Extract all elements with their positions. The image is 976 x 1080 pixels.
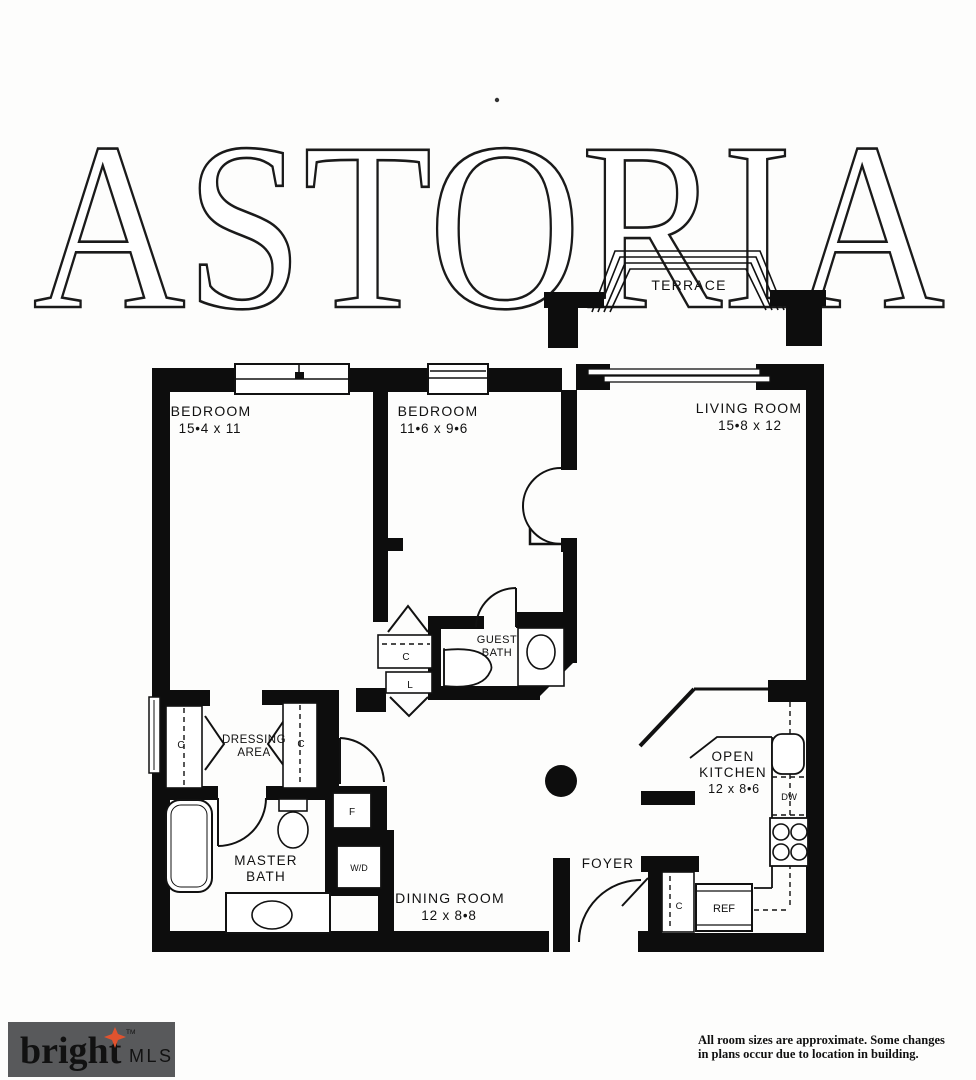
dishwasher-label: DW [781, 792, 797, 803]
room-dims-kitchen: 12 x 8•6 [708, 782, 760, 796]
star-icon [104, 1027, 126, 1048]
double-door-arc [522, 467, 562, 507]
room-label-foyer: FOYER [582, 856, 635, 871]
doors-layer [204, 467, 649, 943]
terrace-slider-door [587, 368, 761, 376]
room-dims-bedroom2: 11•6 x 9•6 [400, 421, 468, 436]
speck [494, 97, 500, 103]
terrace: TERRACE [544, 250, 826, 348]
windows-layer [148, 363, 771, 774]
bifold-door-mark [389, 696, 429, 718]
room-label-terrace: TERRACE [651, 277, 726, 293]
room-label-kitchen-1: OPEN [711, 749, 754, 764]
kitchen-sink [771, 733, 805, 775]
brightmls-logo-tm: TM [126, 1029, 135, 1036]
closets-layer [165, 634, 695, 933]
closet-label: C [297, 739, 304, 750]
master-bath-door [217, 797, 267, 847]
closet [377, 634, 433, 669]
refrigerator-label: REF [713, 903, 735, 915]
room-label-dressing-2: AREA [237, 747, 270, 759]
room-label-guest-bath-1: GUEST [477, 634, 517, 646]
room-label-master-bath-1: MASTER [234, 853, 297, 868]
brightmls-logo-suffix: MLS [129, 1046, 174, 1066]
room-dims-dining: 12 x 8•8 [421, 908, 476, 923]
washer-dryer-label: W/D [350, 863, 368, 873]
toilet [443, 648, 493, 688]
closet [661, 871, 695, 933]
room-label-bedroom1: BEDROOM [171, 403, 252, 419]
closet-label: C [177, 740, 184, 751]
room-dims-living: 15•8 x 12 [718, 418, 782, 433]
window [427, 363, 489, 395]
washer-dryer [336, 845, 382, 889]
double-door-arc [522, 505, 562, 545]
closet-label: C [676, 901, 683, 912]
refrigerator [695, 883, 753, 932]
room-label-living: LIVING ROOM [696, 400, 803, 416]
guest-bath-door [475, 587, 517, 628]
room-label-master-bath-2: BATH [246, 869, 286, 884]
disclaimer-line1: All room sizes are approximate. Some cha… [698, 1033, 945, 1047]
closet-label: C [402, 652, 409, 663]
structural-column [545, 765, 577, 797]
accordion-door-mark [266, 715, 288, 771]
suite-hall-door [339, 737, 385, 784]
room-label-dining: DINING ROOM [395, 890, 505, 906]
linen-label: L [407, 680, 413, 691]
f-closet-label: F [349, 807, 355, 818]
accordion-door-mark [204, 715, 226, 771]
brightmls-logo [8, 1022, 175, 1077]
room-label-bedroom2: BEDROOM [398, 403, 479, 419]
room-label-kitchen-2: KITCHEN [699, 765, 767, 780]
linen-closet [385, 671, 433, 694]
f-closet [332, 792, 372, 829]
bifold-door-mark [387, 604, 429, 633]
fixtures-layer [165, 627, 809, 934]
footer: bright TM MLS All room sizes are approxi… [8, 1022, 945, 1077]
room-label-dressing-1: DRESSING [222, 734, 286, 746]
disclaimer-line2: in plans occur due to location in buildi… [698, 1047, 919, 1061]
room-label-guest-bath-2: BATH [482, 647, 513, 659]
labels-layer: BEDROOM 15•4 x 11 BEDROOM 11•6 x 9•6 LIV… [171, 400, 803, 923]
toilet [278, 798, 308, 812]
room-dims-bedroom1: 15•4 x 11 [179, 421, 242, 436]
entry-door [578, 877, 649, 943]
